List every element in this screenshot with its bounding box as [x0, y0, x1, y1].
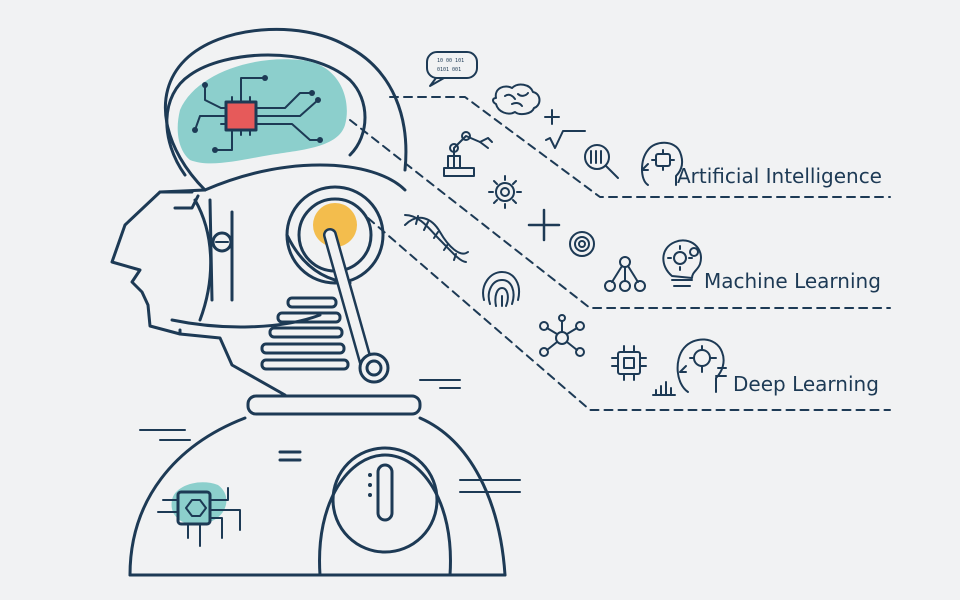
dna-helix-icon: [404, 214, 469, 263]
binary-line-1: 10 00 101: [437, 58, 464, 64]
bar-chart-icon: [652, 381, 676, 396]
target-icon: [569, 231, 595, 257]
crosshair-plus-icon: [527, 208, 561, 242]
label-artificial-intelligence: Artificial Intelligence: [677, 164, 882, 188]
brain-icon: [492, 83, 541, 116]
magnifier-dna-icon: [584, 144, 619, 179]
fingerprint-icon: [482, 271, 520, 307]
label-machine-learning: Machine Learning: [704, 269, 881, 293]
network-nodes-icon: [539, 314, 585, 357]
label-deep-learning: Deep Learning: [733, 372, 879, 396]
microchip-icon: [611, 345, 647, 381]
robot-arm-icon: [443, 131, 493, 177]
speech-bubble-binary-icon: [426, 51, 478, 87]
robot-body: [128, 416, 521, 577]
connector-lines: [349, 96, 891, 411]
binary-line-2: 0101 001: [437, 67, 461, 73]
plus-sign-icon: [544, 109, 560, 125]
network-tree-icon: [604, 256, 646, 292]
robot-head: [110, 27, 461, 416]
dl-head-icon: [676, 338, 727, 393]
gear-icon: [488, 175, 522, 209]
lightbulb-gears-icon: [662, 239, 702, 287]
ai-head-icon: [641, 141, 684, 186]
square-root-icon: [545, 130, 586, 149]
